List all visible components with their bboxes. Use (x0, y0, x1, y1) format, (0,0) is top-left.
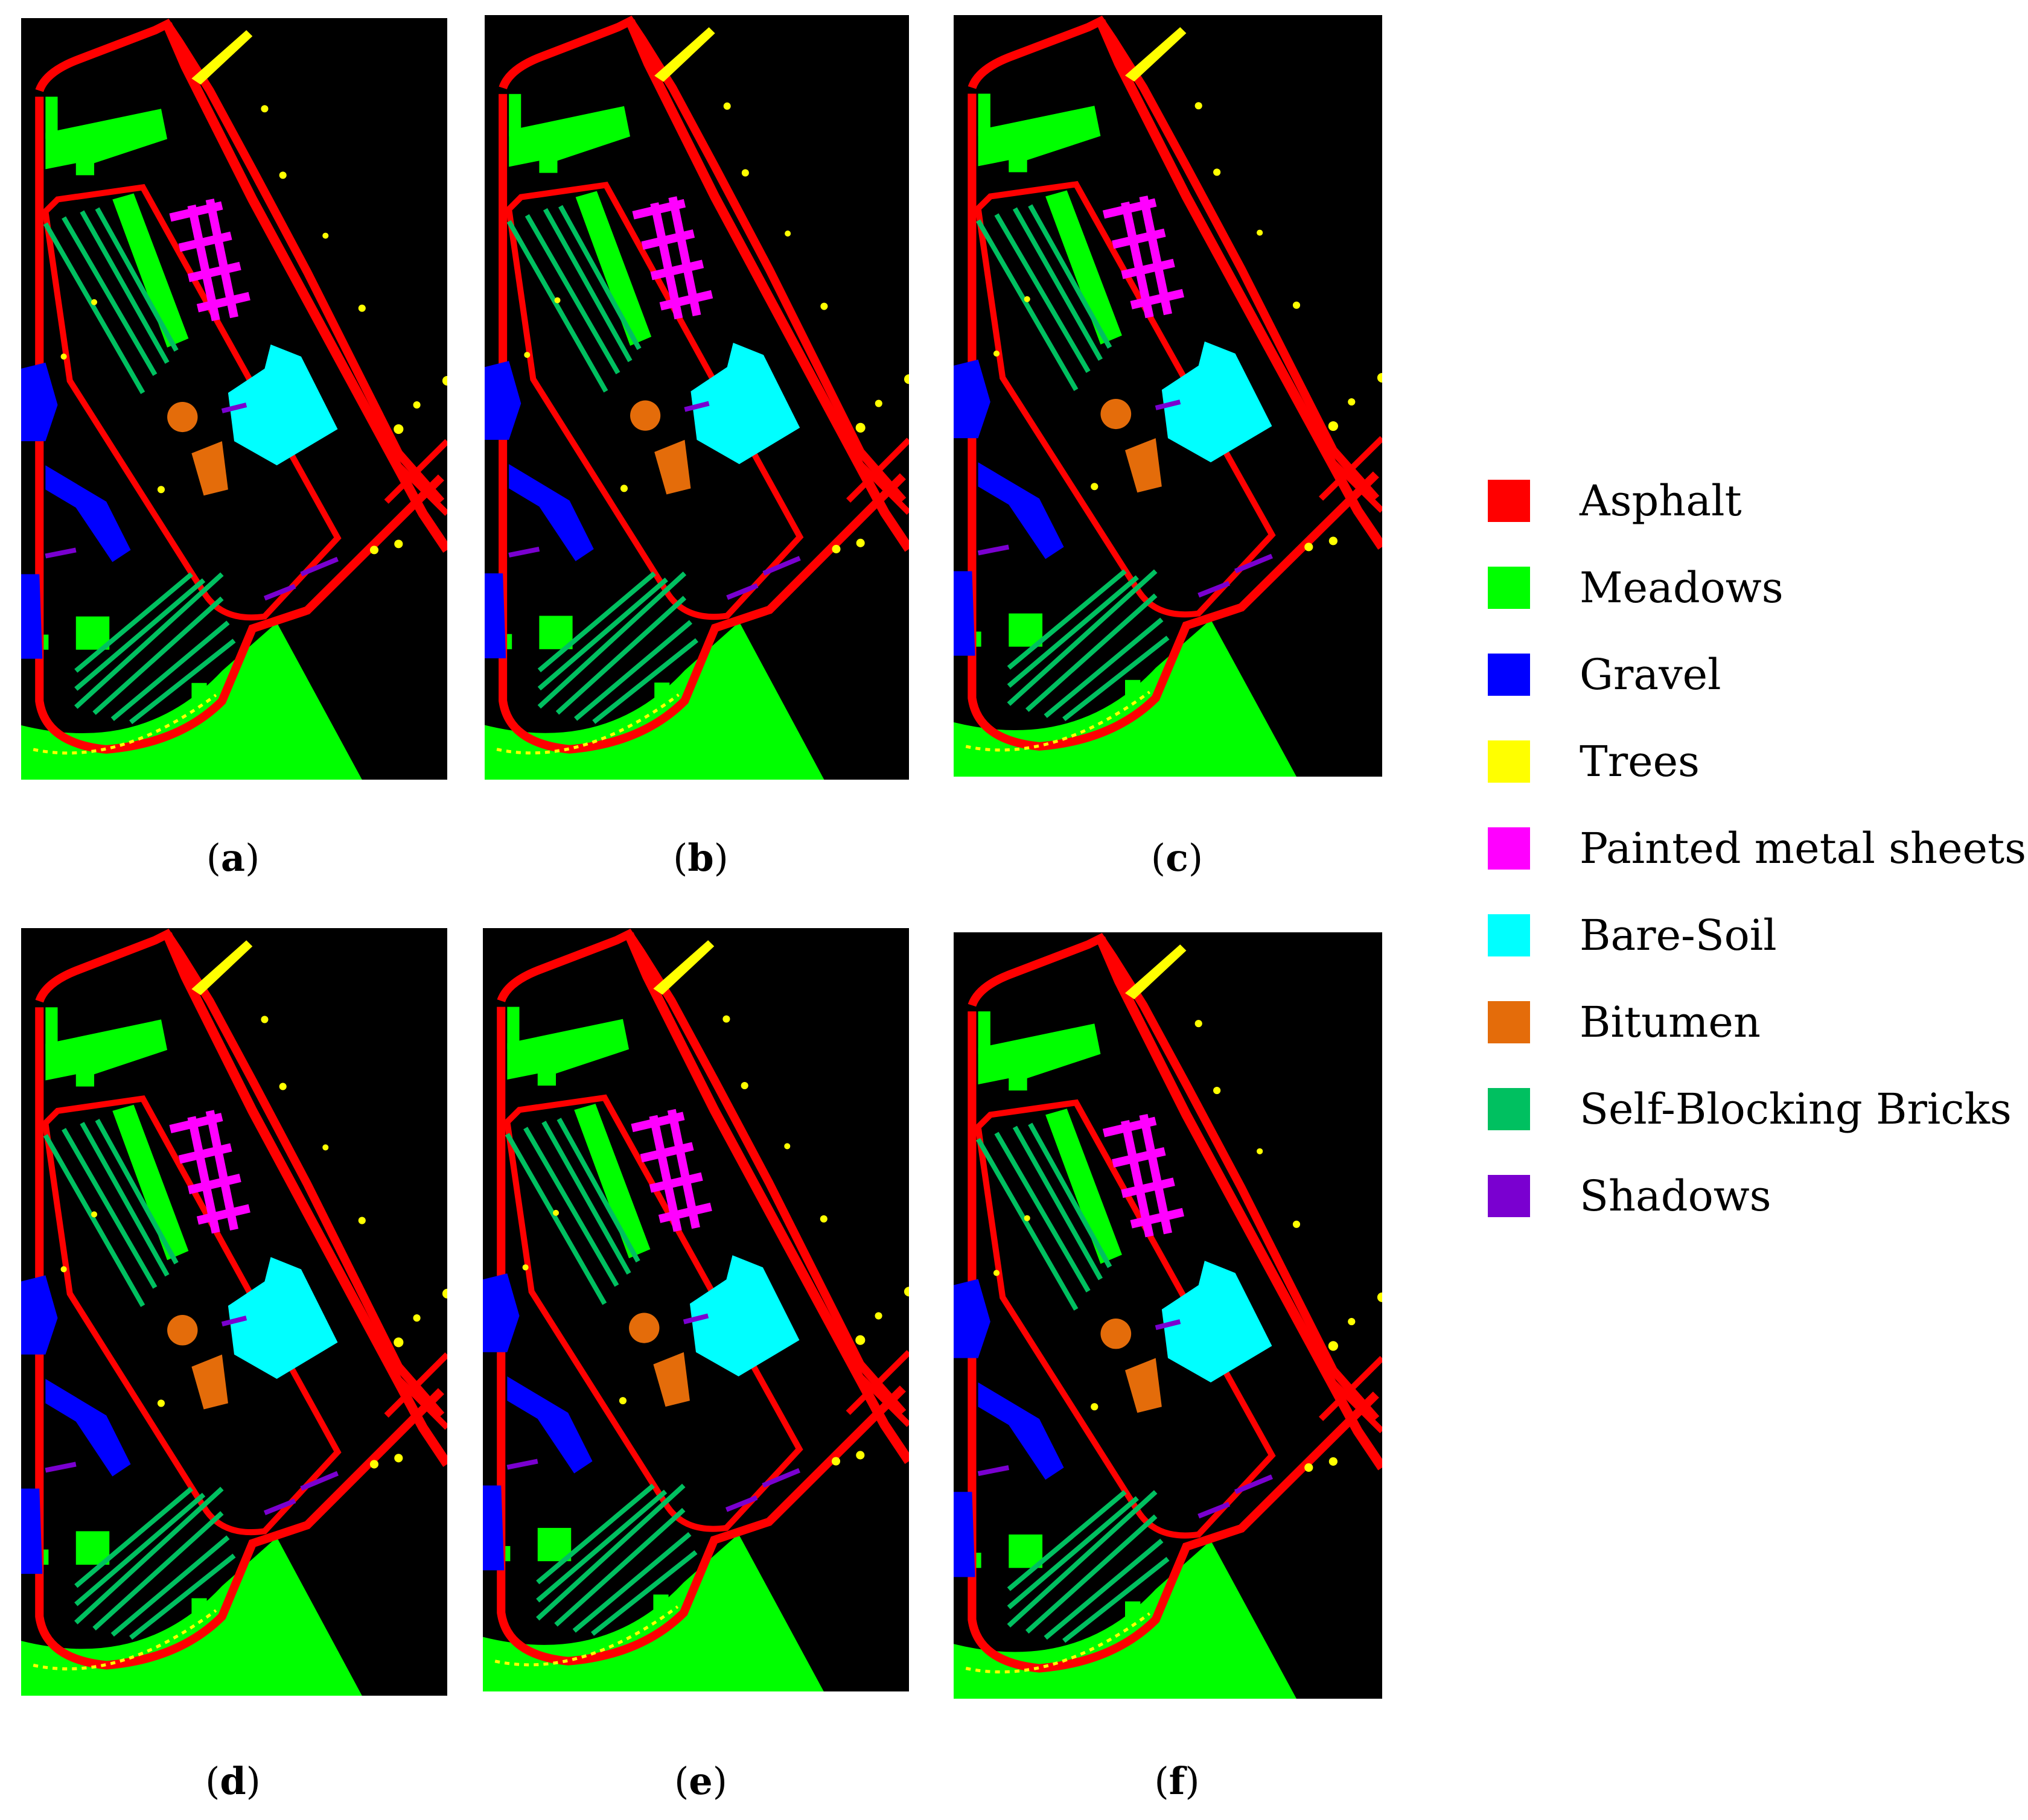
map-panel-f (954, 932, 1382, 1699)
map-panel-b (485, 15, 909, 780)
legend-label: Shadows (1580, 1171, 1771, 1221)
legend-swatch (1488, 1175, 1530, 1217)
legend-swatch (1488, 567, 1530, 609)
legend-label: Gravel (1580, 650, 1721, 699)
legend-label: Self-Blocking Bricks (1580, 1084, 2012, 1134)
legend-item: Self-Blocking Bricks (1488, 1084, 2012, 1134)
legend-item: Meadows (1488, 563, 1784, 612)
legend-label: Bitumen (1580, 998, 1761, 1047)
legend-swatch (1488, 654, 1530, 696)
legend-label: Asphalt (1580, 476, 1742, 526)
caption-e: (e) (674, 1759, 727, 1803)
legend-item: Bare-Soil (1488, 911, 1777, 960)
map-panel-a (21, 18, 447, 780)
legend-swatch (1488, 480, 1530, 522)
legend-swatch (1488, 1088, 1530, 1130)
legend-swatch (1488, 740, 1530, 783)
legend-label: Trees (1580, 737, 1700, 786)
map-panel-c (954, 15, 1382, 777)
legend-label: Meadows (1580, 563, 1784, 612)
caption-a: (a) (206, 836, 260, 880)
map-panel-e (483, 928, 909, 1691)
legend-label: Painted metal sheets (1580, 824, 2026, 873)
legend-item: Bitumen (1488, 998, 1761, 1047)
legend-item: Asphalt (1488, 476, 1742, 526)
legend-item: Painted metal sheets (1488, 824, 2026, 873)
caption-d: (d) (205, 1759, 261, 1803)
legend-swatch (1488, 914, 1530, 956)
caption-c: (c) (1150, 836, 1204, 880)
legend-label: Bare-Soil (1580, 911, 1777, 960)
legend-swatch (1488, 1001, 1530, 1043)
map-panel-d (21, 928, 447, 1696)
legend-item: Trees (1488, 737, 1700, 786)
legend-item: Shadows (1488, 1171, 1771, 1221)
legend-swatch (1488, 827, 1530, 870)
caption-f: (f) (1154, 1759, 1200, 1803)
caption-b: (b) (673, 836, 729, 880)
legend-item: Gravel (1488, 650, 1721, 699)
